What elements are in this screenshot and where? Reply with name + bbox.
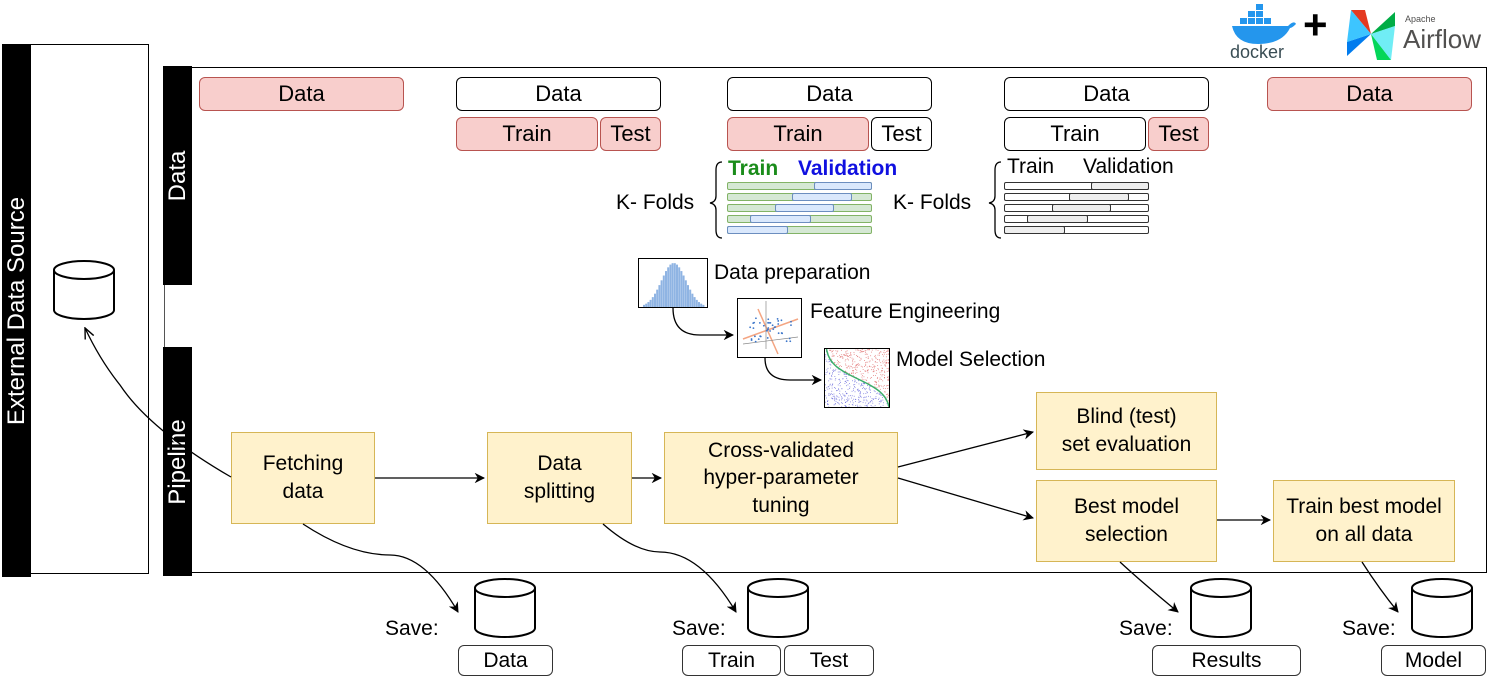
ml-step-feature-engineering: Feature Engineering <box>810 300 1001 323</box>
airflow-wordmark: Airflow <box>1403 24 1482 54</box>
external-data-source-label: External Data Source <box>2 196 30 425</box>
data-box-eval: Data <box>1004 77 1209 111</box>
kfold-colored-fold-3-validation <box>774 204 835 212</box>
test-box-cv: Test <box>871 117 932 151</box>
kfolds-label-colored: K- Folds <box>616 191 695 214</box>
test-box-split: Test <box>600 117 661 151</box>
database-icon-data <box>474 578 536 638</box>
kfold-plain-fold-1-validation <box>1091 182 1149 190</box>
kfold-colored-fold-4-validation <box>750 215 812 223</box>
airflow-logo: Apache Airflow <box>1345 6 1491 64</box>
save-label-split: Save: <box>672 617 726 640</box>
airflow-apache-label: Apache <box>1405 14 1436 24</box>
pca-scatter-icon <box>737 298 802 358</box>
kfold-colored-fold-1-validation <box>814 182 872 190</box>
database-icon-model <box>1411 578 1473 638</box>
data-lane-label: Data <box>163 150 191 201</box>
step-data-splitting: Data splitting <box>487 432 632 524</box>
train-box-split: Train <box>456 117 598 151</box>
kfolds-train-header-plain: Train <box>1007 155 1055 178</box>
ml-step-model-selection: Model Selection <box>896 348 1046 371</box>
kfolds-label-plain: K- Folds <box>893 191 972 214</box>
kfold-plain-fold-3-validation <box>1051 204 1112 212</box>
kfolds-validation-header-plain: Validation <box>1083 155 1174 178</box>
kfolds-validation-header-colored: Validation <box>798 157 898 180</box>
airflow-pinwheel-icon <box>1347 10 1395 60</box>
kfold-plain-fold-5-validation <box>1004 226 1065 234</box>
save-label-results: Save: <box>1119 617 1173 640</box>
main-lane-frame <box>191 67 1487 573</box>
kfold-colored-fold-2-validation <box>792 193 852 201</box>
saved-results-box: Results <box>1152 645 1301 676</box>
docker-logo: docker <box>1228 4 1298 62</box>
docker-whale-icon <box>1232 4 1296 44</box>
external-database-icon <box>53 260 115 320</box>
step-best-model-selection: Best model selection <box>1036 480 1217 562</box>
data-box-cv: Data <box>727 77 932 111</box>
external-data-source-lane-header: External Data Source <box>2 44 31 577</box>
external-data-source-lane <box>30 44 149 574</box>
save-label-data: Save: <box>385 617 439 640</box>
docker-wordmark: docker <box>1230 42 1285 62</box>
kfold-plain-fold-2-validation <box>1069 193 1129 201</box>
data-box-split: Data <box>456 77 661 111</box>
step-fetching-data: Fetching data <box>231 432 375 524</box>
pipeline-lane-label: Pipeline <box>163 418 191 505</box>
classifier-boundary-icon <box>824 348 890 408</box>
step-hyperparameter-tuning: Cross-validated hyper-parameter tuning <box>664 432 898 524</box>
kfolds-train-header-colored: Train <box>728 157 779 180</box>
kfold-plain-fold-4-validation <box>1027 215 1089 223</box>
saved-train-box: Train <box>682 645 781 676</box>
pipeline-lane-header: Pipeline <box>163 347 192 576</box>
kfold-colored-fold-5-validation <box>727 226 788 234</box>
database-icon-split <box>747 578 809 638</box>
test-box-eval: Test <box>1148 117 1209 151</box>
histogram-icon <box>638 258 708 308</box>
database-icon-results <box>1190 578 1252 638</box>
data-box-final: Data <box>1267 77 1472 111</box>
saved-model-box: Model <box>1381 645 1486 676</box>
lane-connector <box>164 285 165 347</box>
step-blind-test-evaluation: Blind (test) set evaluation <box>1036 392 1217 470</box>
save-label-model: Save: <box>1342 617 1396 640</box>
train-box-cv: Train <box>727 117 869 151</box>
ml-step-data-preparation: Data preparation <box>714 261 871 284</box>
saved-data-box: Data <box>458 645 553 676</box>
data-lane-header: Data <box>163 66 192 285</box>
train-box-eval: Train <box>1004 117 1146 151</box>
plus-sign: + <box>1303 1 1328 48</box>
data-box-raw: Data <box>199 77 404 111</box>
saved-test-box: Test <box>784 645 874 676</box>
step-train-best-model: Train best model on all data <box>1273 480 1455 562</box>
